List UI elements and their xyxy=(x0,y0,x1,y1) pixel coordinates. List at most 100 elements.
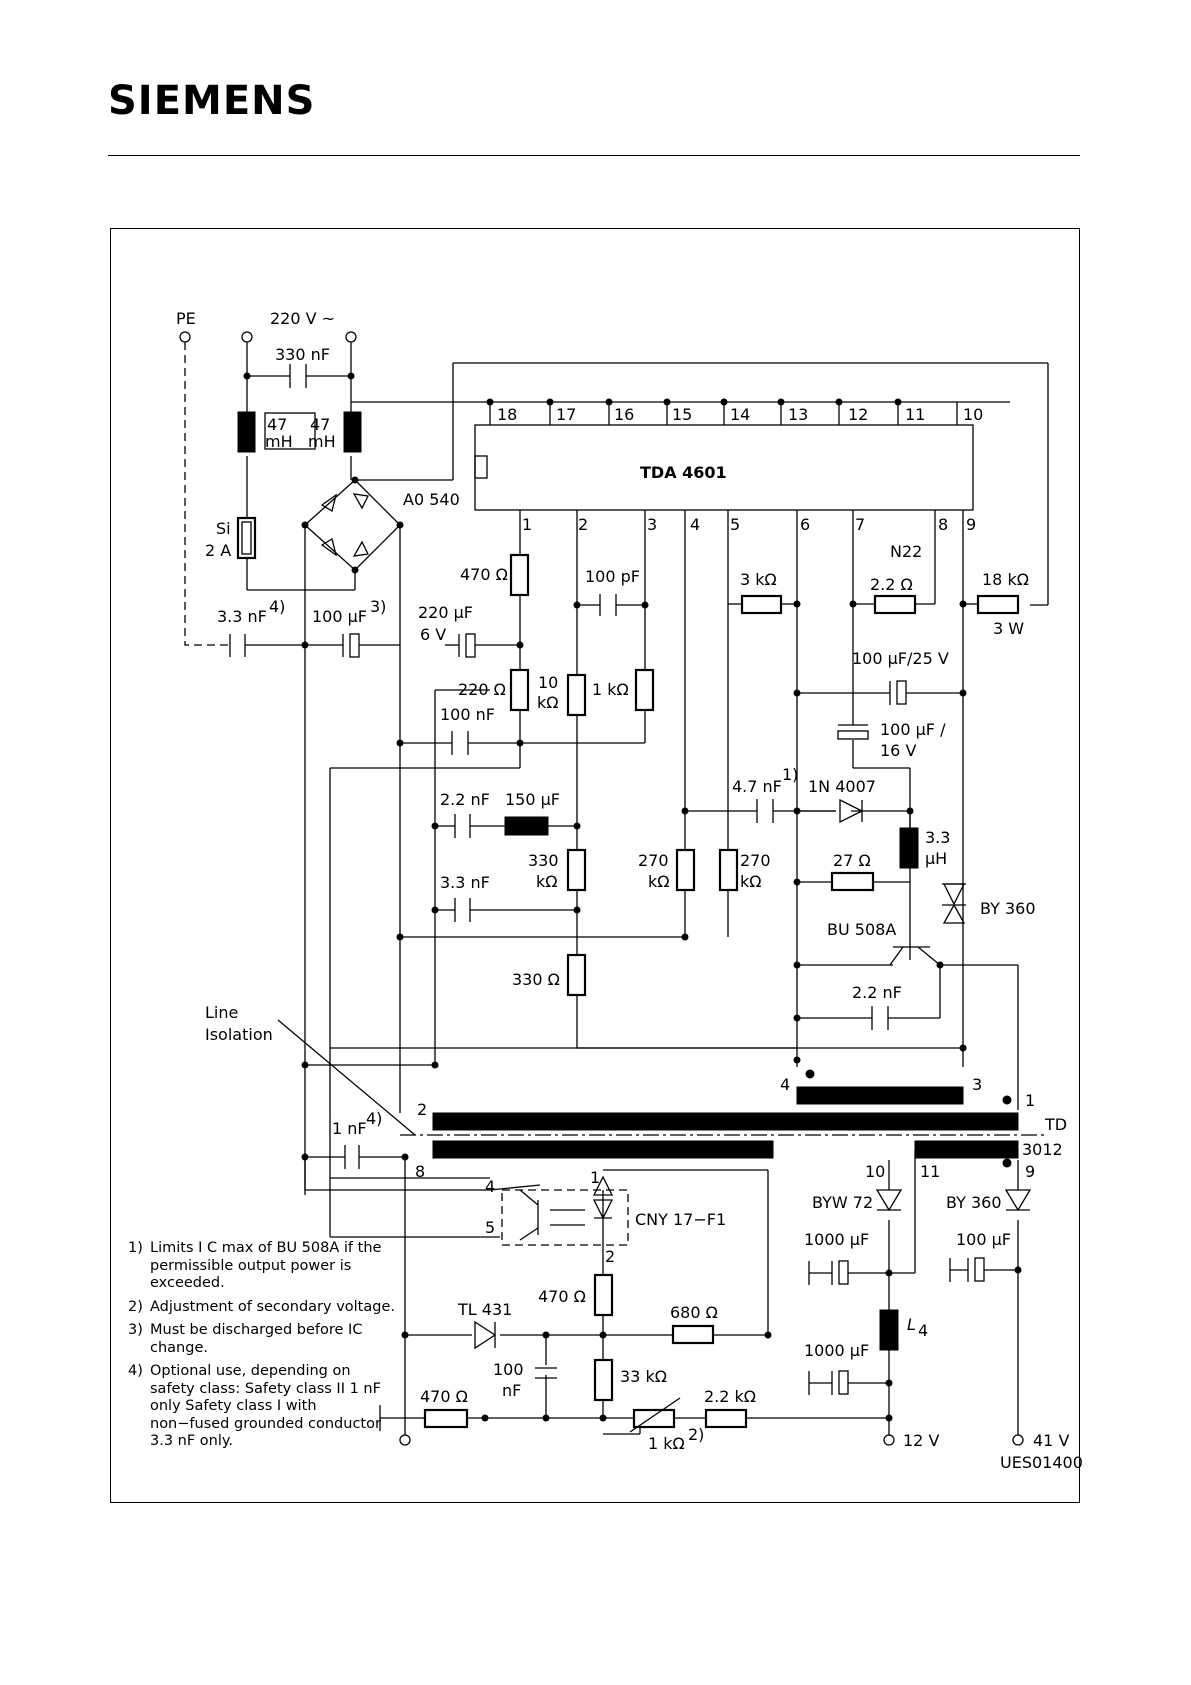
label-pe: PE xyxy=(176,309,196,328)
pin-2: 2 xyxy=(578,515,588,534)
label-l33-2: µH xyxy=(925,849,947,868)
label-r330: 330 Ω xyxy=(512,970,560,989)
label-c100u16-2: 16 V xyxy=(880,741,916,760)
pin-18: 18 xyxy=(497,405,517,424)
label-tp2: 2 xyxy=(417,1100,427,1119)
label-r1k: 1 kΩ xyxy=(592,680,629,699)
label-c100u-in: 100 µF xyxy=(312,607,367,626)
label-cny-4: 4 xyxy=(485,1177,495,1196)
junction-dots xyxy=(243,372,1022,1422)
label-r270b-1: 270 xyxy=(740,851,771,870)
line-isolation-dashdot xyxy=(277,1019,1048,1136)
label-l4-sub: 4 xyxy=(918,1321,928,1340)
label-r2-2: 2.2 Ω xyxy=(870,575,913,594)
label-code: UES01400 xyxy=(1000,1453,1083,1472)
circuit-labels: TDA 4601 18 17 16 15 14 13 12 11 10 1 2 … xyxy=(176,309,1083,1472)
label-c330n: 330 nF xyxy=(275,345,330,364)
label-tp10: 10 xyxy=(865,1162,885,1181)
inductor-l4 xyxy=(879,1309,899,1351)
label-c100n-s-2: nF xyxy=(502,1381,521,1400)
bu508a-transistor xyxy=(889,935,941,966)
label-r330k-2: kΩ xyxy=(536,872,558,891)
label-by360-s: BY 360 xyxy=(946,1193,1002,1212)
label-c100p: 100 pF xyxy=(585,567,640,586)
terminals xyxy=(179,331,1024,1446)
label-r470-bot: 470 Ω xyxy=(420,1387,468,1406)
diodes xyxy=(474,798,1032,1350)
label-c3n3-in: 3.3 nF xyxy=(217,607,267,626)
label-line-iso-2: Isolation xyxy=(205,1025,273,1044)
pin-9: 9 xyxy=(966,515,976,534)
label-l47a-1: 47 xyxy=(267,415,287,434)
pin-8: 8 xyxy=(938,515,948,534)
pin-17: 17 xyxy=(556,405,576,424)
label-c1000b: 1000 µF xyxy=(804,1341,869,1360)
label-c1000a: 1000 µF xyxy=(804,1230,869,1249)
label-d1n4007: 1N 4007 xyxy=(808,777,876,796)
pin-12: 12 xyxy=(848,405,868,424)
label-c100u25: 100 µF/25 V xyxy=(852,649,949,668)
label-r27: 27 Ω xyxy=(833,851,871,870)
bridge-diodes xyxy=(320,493,369,557)
label-r470-sec: 470 Ω xyxy=(538,1287,586,1306)
label-r10k-1: 10 xyxy=(538,673,558,692)
footnote-3-text: Must be discharged before IC change. xyxy=(150,1322,363,1356)
label-l47b-1: 47 xyxy=(310,415,330,434)
inductor-3-3uh xyxy=(899,827,919,869)
pin-13: 13 xyxy=(788,405,808,424)
capacitor-330nf xyxy=(289,364,307,388)
label-tp4: 4 xyxy=(780,1075,790,1094)
label-c220u-2: 6 V xyxy=(420,625,446,644)
pin-6: 6 xyxy=(800,515,810,534)
label-c100n: 100 nF xyxy=(440,705,495,724)
footnotes: 1) Limits I C max of BU 508A if the perm… xyxy=(128,1240,398,1457)
label-c4n7-sup: 1) xyxy=(782,765,798,784)
pe-dashed-line xyxy=(184,342,230,646)
fuse xyxy=(236,516,257,560)
label-tl431: TL 431 xyxy=(457,1300,512,1319)
pin-14: 14 xyxy=(730,405,750,424)
resistors xyxy=(423,553,1020,1433)
label-line-iso-1: Line xyxy=(205,1003,238,1022)
footnote-4-num: 4) xyxy=(128,1363,143,1379)
pin-16: 16 xyxy=(614,405,634,424)
footnote-4: 4) Optional use, depending on safety cla… xyxy=(128,1363,398,1451)
inductor-47mh-b xyxy=(343,411,362,453)
label-tp8: 8 xyxy=(415,1162,425,1181)
label-c100u-s: 100 µF xyxy=(956,1230,1011,1249)
label-c100n-s-1: 100 xyxy=(493,1360,524,1379)
label-pot1k: 1 kΩ xyxy=(648,1434,685,1453)
footnote-2-text: Adjustment of secondary voltage. xyxy=(150,1298,395,1315)
capacitor-150uf xyxy=(504,816,549,836)
label-mains: 220 V ~ xyxy=(270,309,335,328)
label-tp9: 9 xyxy=(1025,1162,1035,1181)
wires xyxy=(245,342,1049,1435)
label-fuse-1: Si xyxy=(216,519,231,538)
label-r270a-1: 270 xyxy=(638,851,669,870)
label-c3n3-in-sup: 4) xyxy=(269,597,285,616)
footnote-2: 2) Adjustment of secondary voltage. xyxy=(128,1299,398,1317)
label-n22: N22 xyxy=(890,542,922,561)
label-out41: 41 V xyxy=(1033,1431,1069,1450)
label-c2n2-l: 2.2 nF xyxy=(440,790,490,809)
label-l4: L xyxy=(907,1315,916,1334)
label-c2n2-r: 2.2 nF xyxy=(852,983,902,1002)
label-r220: 220 Ω xyxy=(458,680,506,699)
header-rule xyxy=(108,155,1080,156)
label-tp3: 3 xyxy=(972,1075,982,1094)
optocoupler-cny17 xyxy=(501,1189,629,1246)
label-l47b-2: mH xyxy=(308,432,336,451)
capacitors xyxy=(229,594,985,1431)
pin-11: 11 xyxy=(905,405,925,424)
label-byw72: BYW 72 xyxy=(812,1193,873,1212)
footnote-1-num: 1) xyxy=(128,1240,143,1256)
label-r33k: 33 kΩ xyxy=(620,1367,667,1386)
label-c1n-sup: 4) xyxy=(366,1109,382,1128)
label-cny: CNY 17−F1 xyxy=(635,1210,726,1229)
label-bridge: A0 540 xyxy=(403,490,460,509)
footnote-1-text: Limits I C max of BU 508A if the permiss… xyxy=(150,1240,382,1291)
label-tp1: 1 xyxy=(1025,1091,1035,1110)
pin-7: 7 xyxy=(855,515,865,534)
transformer-td3012 xyxy=(432,1069,1019,1168)
